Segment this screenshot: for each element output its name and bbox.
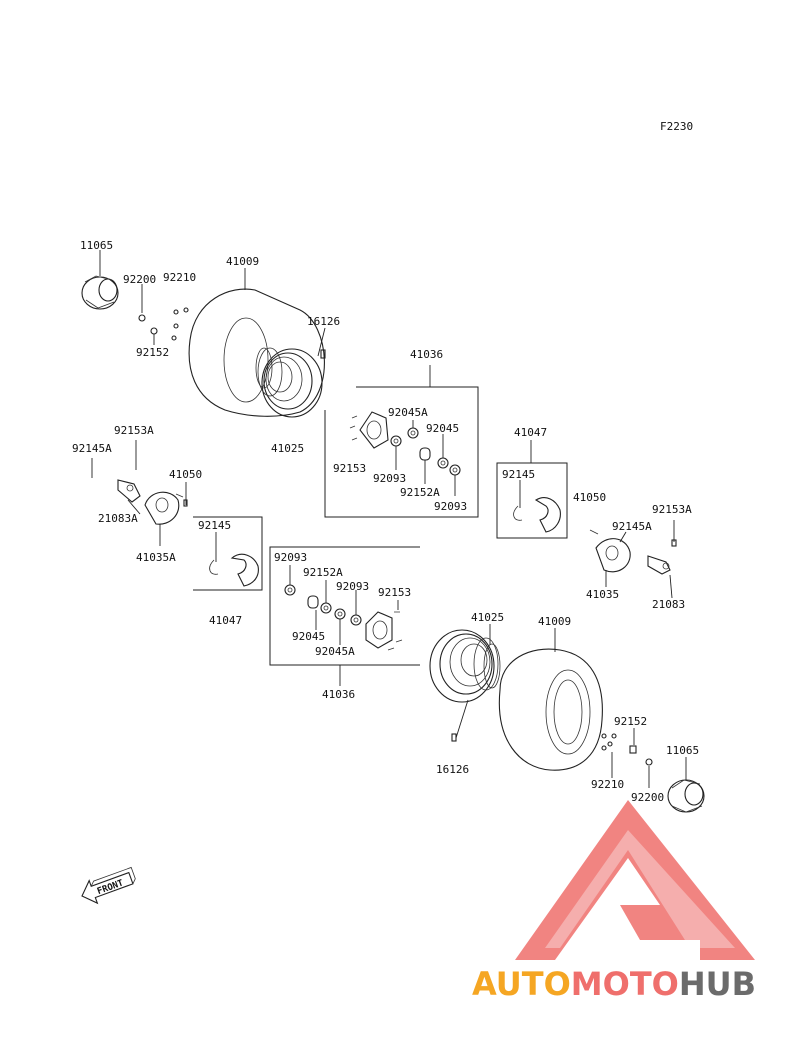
cam-shaft-left bbox=[91, 440, 141, 515]
label-21083-right: 21083 bbox=[652, 598, 685, 611]
label-92093-lower-a: 92093 bbox=[274, 551, 307, 564]
label-92093-upper-a: 92093 bbox=[373, 472, 406, 485]
brake-shoe-box-left bbox=[193, 516, 263, 591]
rim-lower bbox=[429, 624, 501, 703]
label-16126-lower: 16126 bbox=[436, 763, 469, 776]
label-92210-upper: 92210 bbox=[163, 271, 196, 284]
label-41035-right: 41035 bbox=[586, 588, 619, 601]
tire-lower bbox=[498, 628, 603, 771]
wordmark-hub: HUB bbox=[679, 965, 756, 1003]
hub-assembly-box-lower bbox=[269, 546, 420, 686]
label-92152A-lower: 92152A bbox=[303, 566, 343, 579]
wordmark-auto: AUTO bbox=[472, 965, 571, 1003]
label-92153A-right: 92153A bbox=[652, 503, 692, 516]
label-92093-lower-b: 92093 bbox=[336, 580, 369, 593]
label-92145A-left: 92145A bbox=[72, 442, 112, 455]
label-41047-right: 41047 bbox=[514, 426, 547, 439]
label-41009-upper: 41009 bbox=[226, 255, 259, 268]
label-16126-upper: 16126 bbox=[307, 315, 340, 328]
label-92152-upper: 92152 bbox=[136, 346, 169, 359]
label-92145-left: 92145 bbox=[198, 519, 231, 532]
label-11065-lower: 11065 bbox=[666, 744, 699, 757]
label-92153A-left: 92153A bbox=[114, 424, 154, 437]
brake-shoe-box-right bbox=[496, 440, 568, 539]
label-92045A-upper: 92045A bbox=[388, 406, 428, 419]
label-41050-left: 41050 bbox=[169, 468, 202, 481]
label-41035A-left: 41035A bbox=[136, 551, 176, 564]
automotohub-logo bbox=[515, 800, 755, 960]
front-arrow-label: FRONT bbox=[96, 878, 125, 897]
label-41036-upper: 41036 bbox=[410, 348, 443, 361]
automotohub-wordmark: AUTOMOTOHUB bbox=[472, 965, 756, 1003]
wordmark-moto: MOTO bbox=[571, 965, 679, 1003]
brake-panel-right bbox=[589, 529, 631, 587]
label-41025-lower: 41025 bbox=[471, 611, 504, 624]
wheel-nuts-lower bbox=[601, 728, 653, 788]
valve-upper bbox=[317, 327, 326, 359]
tire-upper bbox=[188, 268, 325, 417]
label-92045A-lower: 92045A bbox=[315, 645, 355, 658]
label-92093-upper-b: 92093 bbox=[434, 500, 467, 513]
label-92200-upper: 92200 bbox=[123, 273, 156, 286]
label-21083A-left: 21083A bbox=[98, 512, 138, 525]
label-41036-lower: 41036 bbox=[322, 688, 355, 701]
brake-panel-left bbox=[144, 482, 188, 546]
label-92145-right: 92145 bbox=[502, 468, 535, 481]
label-92153-lower: 92153 bbox=[378, 586, 411, 599]
label-41025-upper: 41025 bbox=[271, 442, 304, 455]
cam-shaft-right bbox=[647, 520, 677, 599]
hub-cap-upper bbox=[81, 250, 119, 310]
label-41009-lower: 41009 bbox=[538, 615, 571, 628]
label-92152-lower: 92152 bbox=[614, 715, 647, 728]
wheel-nuts-upper bbox=[138, 284, 189, 345]
valve-lower bbox=[451, 699, 469, 742]
label-41050-right: 41050 bbox=[573, 491, 606, 504]
front-direction-arrow: FRONT bbox=[81, 866, 136, 905]
hub-cap-lower bbox=[667, 757, 705, 813]
label-92045-lower: 92045 bbox=[292, 630, 325, 643]
rim-upper bbox=[255, 347, 323, 418]
label-11065-upper: 11065 bbox=[80, 239, 113, 252]
label-92045-upper: 92045 bbox=[426, 422, 459, 435]
label-92210-lower: 92210 bbox=[591, 778, 624, 791]
figure-code: F2230 bbox=[660, 120, 693, 133]
svg-text:AUTOMOTOHUB: AUTOMOTOHUB bbox=[472, 965, 756, 1003]
label-92152A-upper: 92152A bbox=[400, 486, 440, 499]
label-92153-upper: 92153 bbox=[333, 462, 366, 475]
hub-assembly-box-upper bbox=[324, 365, 479, 518]
label-92145A-right: 92145A bbox=[612, 520, 652, 533]
label-92200-lower: 92200 bbox=[631, 791, 664, 804]
label-41047-left: 41047 bbox=[209, 614, 242, 627]
